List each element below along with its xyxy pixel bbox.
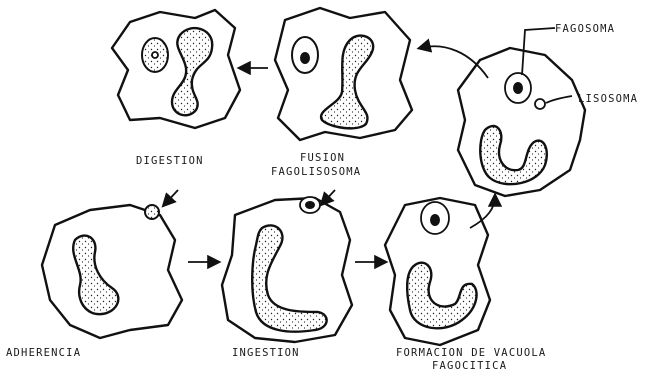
label-ingestion: INGESTION — [232, 346, 300, 360]
label-fusion-1: FUSION — [300, 151, 345, 165]
cell-fusion — [275, 8, 412, 140]
arrow-bacterium — [164, 190, 178, 205]
cell-adherencia — [42, 205, 182, 338]
label-formacion-1: FORMACION DE VACUOLA — [396, 346, 546, 360]
label-digestion: DIGESTION — [136, 154, 204, 168]
cell-formacion — [385, 198, 490, 345]
bacterium — [145, 205, 159, 219]
label-lisosoma: LISOSOMA — [578, 92, 638, 106]
lysosome — [535, 99, 545, 109]
cell-digestion — [112, 10, 240, 128]
particle — [513, 82, 523, 94]
label-adherencia: ADHERENCIA — [6, 346, 81, 360]
label-formacion-2: FAGOCITICA — [432, 359, 507, 373]
label-fusion-2: FAGOLISOSOMA — [271, 165, 361, 179]
vacuole — [152, 52, 158, 58]
label-fagosoma: FAGOSOMA — [555, 22, 615, 36]
arrow-fusion-pointer — [322, 190, 335, 204]
particle — [300, 52, 310, 64]
cell-ingestion — [222, 197, 352, 342]
